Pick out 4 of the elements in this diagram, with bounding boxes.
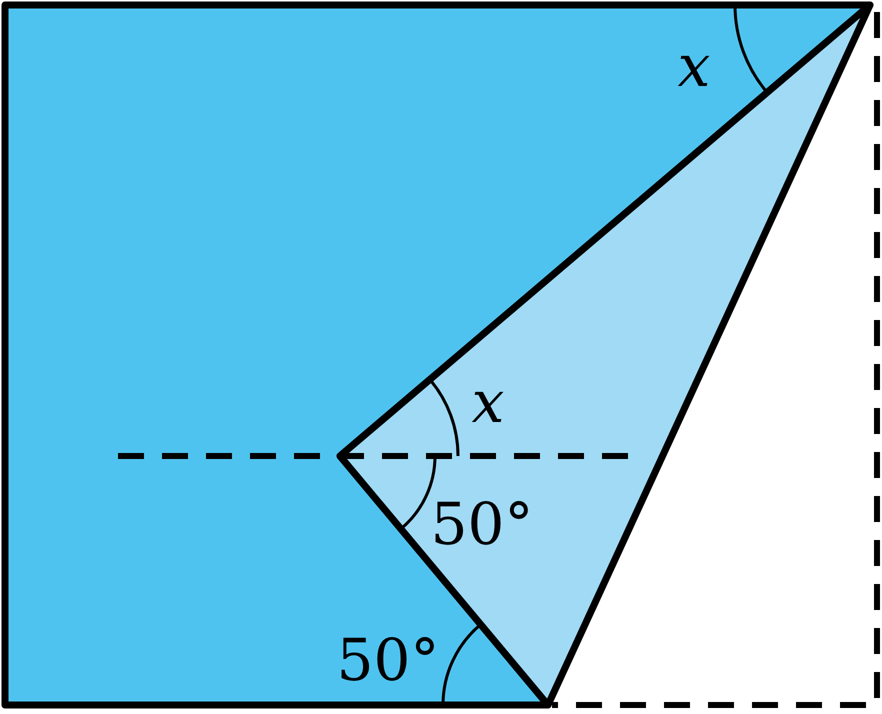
angle-label: 50° — [430, 495, 534, 553]
angle-label: x — [472, 373, 504, 431]
angle-label: 50° — [336, 631, 440, 689]
angle-label: x — [678, 37, 710, 95]
